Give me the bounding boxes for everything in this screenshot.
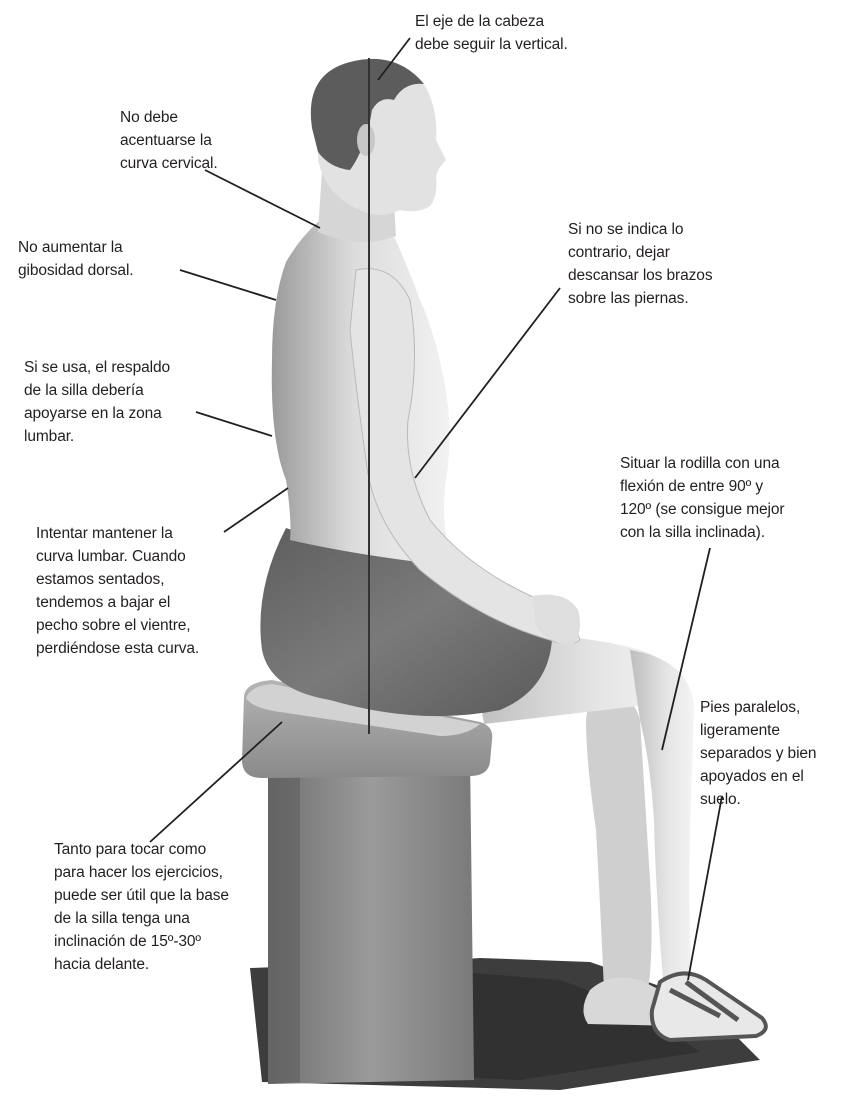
annotation-dorsal: No aumentar la gibosidad dorsal.: [18, 236, 198, 282]
leader-cervical: [205, 170, 320, 228]
annotation-feet: Pies paralelos, ligeramente separados y …: [700, 696, 840, 811]
leader-feet: [688, 796, 722, 980]
annotation-arms: Si no se indica lo contrario, dejar desc…: [568, 218, 778, 310]
ear: [357, 124, 375, 156]
rear-leg: [586, 690, 652, 1000]
annotation-lumbar: Intentar mantener la curva lumbar. Cuand…: [36, 522, 266, 660]
annotation-cervical: No debe acentuarse la curva cervical.: [120, 106, 270, 175]
annotation-head-axis: El eje de la cabeza debe seguir la verti…: [415, 10, 635, 56]
leader-seat: [150, 722, 282, 842]
annotation-seat: Tanto para tocar como para hacer los eje…: [54, 838, 284, 976]
front-foot-sandal: [652, 973, 766, 1040]
annotation-backrest: Si se usa, el respaldo de la silla deber…: [24, 356, 224, 448]
annotation-knee: Situar la rodilla con una flexión de ent…: [620, 452, 840, 544]
